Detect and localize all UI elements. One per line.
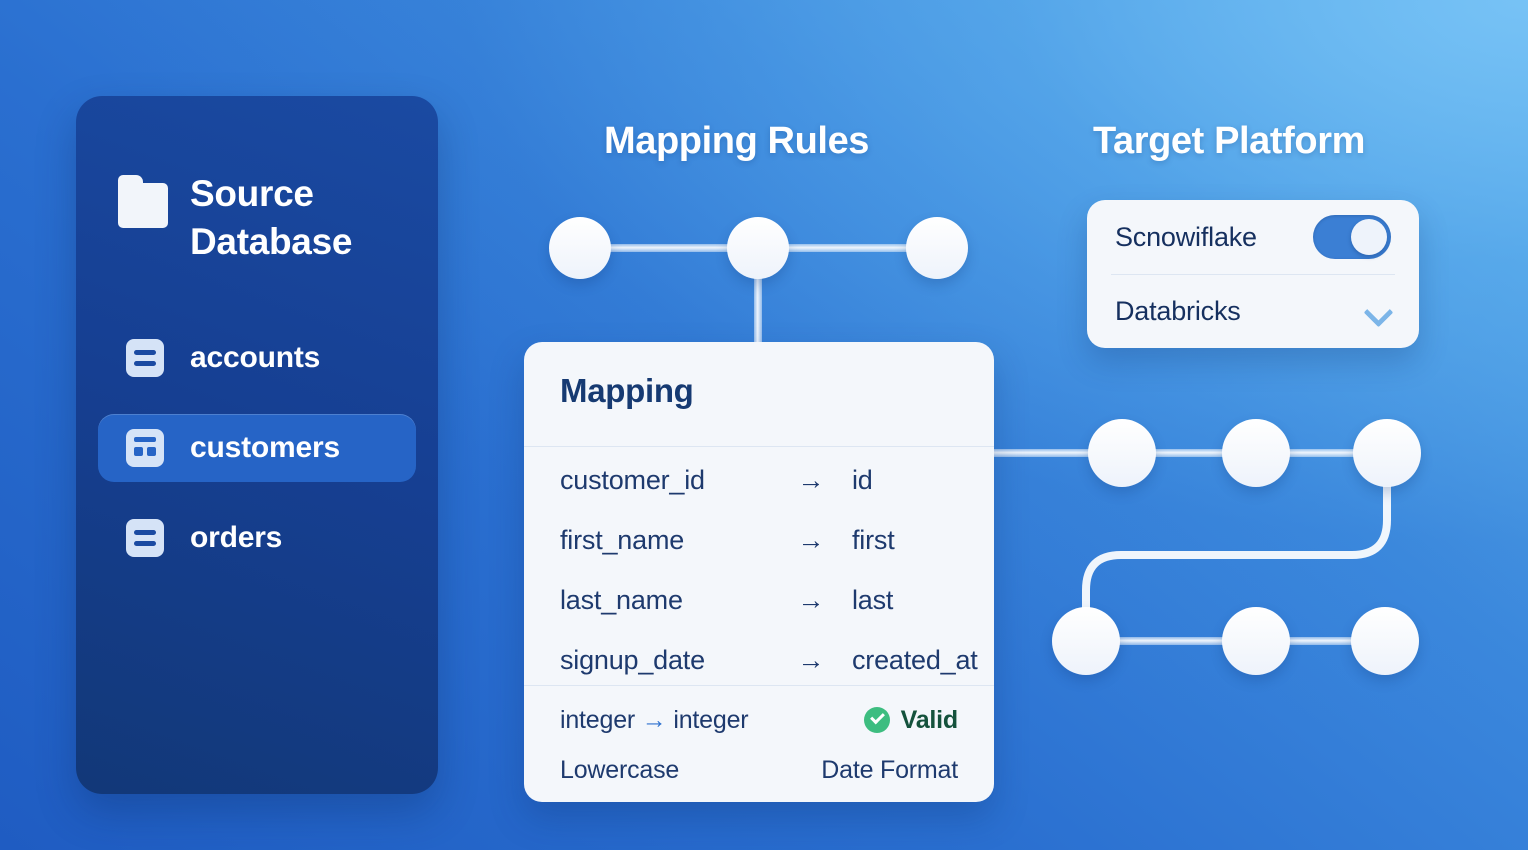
sidebar-table-list: accounts customers orders <box>98 324 416 594</box>
target-node-top-2[interactable] <box>1222 419 1290 487</box>
folder-icon <box>118 175 168 228</box>
arrow-icon: → <box>797 524 825 555</box>
mapping-card: Mapping customer_id → id first_name → fi… <box>524 342 994 802</box>
target-node-bottom-3[interactable] <box>1351 607 1419 675</box>
edge-target-bottom-2-3 <box>1256 637 1385 645</box>
target-node-top-1[interactable] <box>1088 419 1156 487</box>
chevron-down-icon[interactable] <box>1365 298 1391 324</box>
mapping-target-field: first <box>852 524 895 555</box>
mapping-card-title: Mapping <box>560 372 694 409</box>
sidebar-item-customers[interactable]: customers <box>98 414 416 482</box>
sidebar-item-label: customers <box>190 431 340 464</box>
divider <box>524 446 994 447</box>
snowflake-toggle[interactable] <box>1313 215 1391 259</box>
sidebar-item-label: orders <box>190 521 283 554</box>
mapping-row[interactable]: customer_id → id <box>524 454 994 506</box>
mapping-rules-title: Mapping Rules <box>604 120 870 162</box>
mapping-row[interactable]: signup_date → created_at <box>524 634 994 686</box>
arrow-icon: → <box>797 644 825 675</box>
mapping-card-footer: integer → integer Valid Lowercase Date F… <box>524 685 994 802</box>
arrow-icon: → <box>797 464 825 495</box>
edge-rule-1-2 <box>580 244 758 252</box>
transform-row: Lowercase Date Format <box>524 745 994 795</box>
mapping-target-field: id <box>852 464 873 495</box>
divider <box>524 685 994 686</box>
sidebar-header: Source Database <box>118 170 352 266</box>
mapping-source-field: last_name <box>560 584 683 615</box>
toggle-knob <box>1351 219 1387 255</box>
mapping-source-field: customer_id <box>560 464 705 495</box>
type-arrow-icon: → <box>641 705 667 734</box>
mapping-target-field: last <box>852 584 894 615</box>
mapping-row[interactable]: first_name → first <box>524 514 994 566</box>
divider <box>1111 274 1395 275</box>
edge-rule-2-card <box>754 248 762 358</box>
edge-target-bottom-1-2 <box>1086 637 1256 645</box>
mapping-row[interactable]: last_name → last <box>524 574 994 626</box>
mapping-source-field: first_name <box>560 524 685 555</box>
transform-date-format-label[interactable]: Date Format <box>821 755 958 784</box>
target-node-top-3[interactable] <box>1353 419 1421 487</box>
edge-target-top-2-3 <box>1256 449 1387 457</box>
edge-target-s-curve <box>1082 449 1391 645</box>
sidebar-item-accounts[interactable]: accounts <box>98 324 416 392</box>
target-platform-card: Scnowiflake Databricks <box>1087 200 1419 348</box>
target-node-bottom-2[interactable] <box>1222 607 1290 675</box>
type-conversion-label: integer → integer <box>560 705 749 735</box>
type-from: integer <box>560 705 636 734</box>
target-option-snowflake[interactable]: Scnowiflake <box>1087 200 1419 274</box>
type-status-row: integer → integer Valid <box>524 695 994 745</box>
target-node-bottom-1[interactable] <box>1052 607 1120 675</box>
mapping-target-field: created_at <box>852 644 978 675</box>
list-icon <box>126 339 164 377</box>
list-icon <box>126 519 164 557</box>
edge-rule-2-3 <box>758 244 937 252</box>
target-platform-title: Target Platform <box>1093 120 1366 162</box>
arrow-icon: → <box>797 584 825 615</box>
sidebar-item-orders[interactable]: orders <box>98 504 416 572</box>
sidebar-title: Source Database <box>190 173 353 263</box>
mapping-source-field: signup_date <box>560 644 705 675</box>
source-database-panel: Source Database accounts customers <box>76 96 438 794</box>
target-option-label: Databricks <box>1115 295 1241 326</box>
mapping-rule-node-2[interactable] <box>727 217 789 279</box>
check-circle-icon <box>863 707 890 733</box>
mapping-rule-node-3[interactable] <box>906 217 968 279</box>
type-to: integer <box>673 705 749 734</box>
transform-lowercase-label[interactable]: Lowercase <box>560 755 680 784</box>
sidebar-item-label: accounts <box>190 341 321 374</box>
table-icon <box>126 429 164 467</box>
mapping-rows: customer_id → id first_name → first last… <box>524 446 994 686</box>
status-badge: Valid <box>863 705 959 735</box>
status-label: Valid <box>900 705 959 734</box>
mapping-rule-node-1[interactable] <box>549 217 611 279</box>
edge-card-to-target <box>990 449 1122 457</box>
edge-target-top-1-2 <box>1122 449 1256 457</box>
target-option-databricks[interactable]: Databricks <box>1087 274 1419 348</box>
target-option-label: Scnowiflake <box>1115 221 1257 252</box>
